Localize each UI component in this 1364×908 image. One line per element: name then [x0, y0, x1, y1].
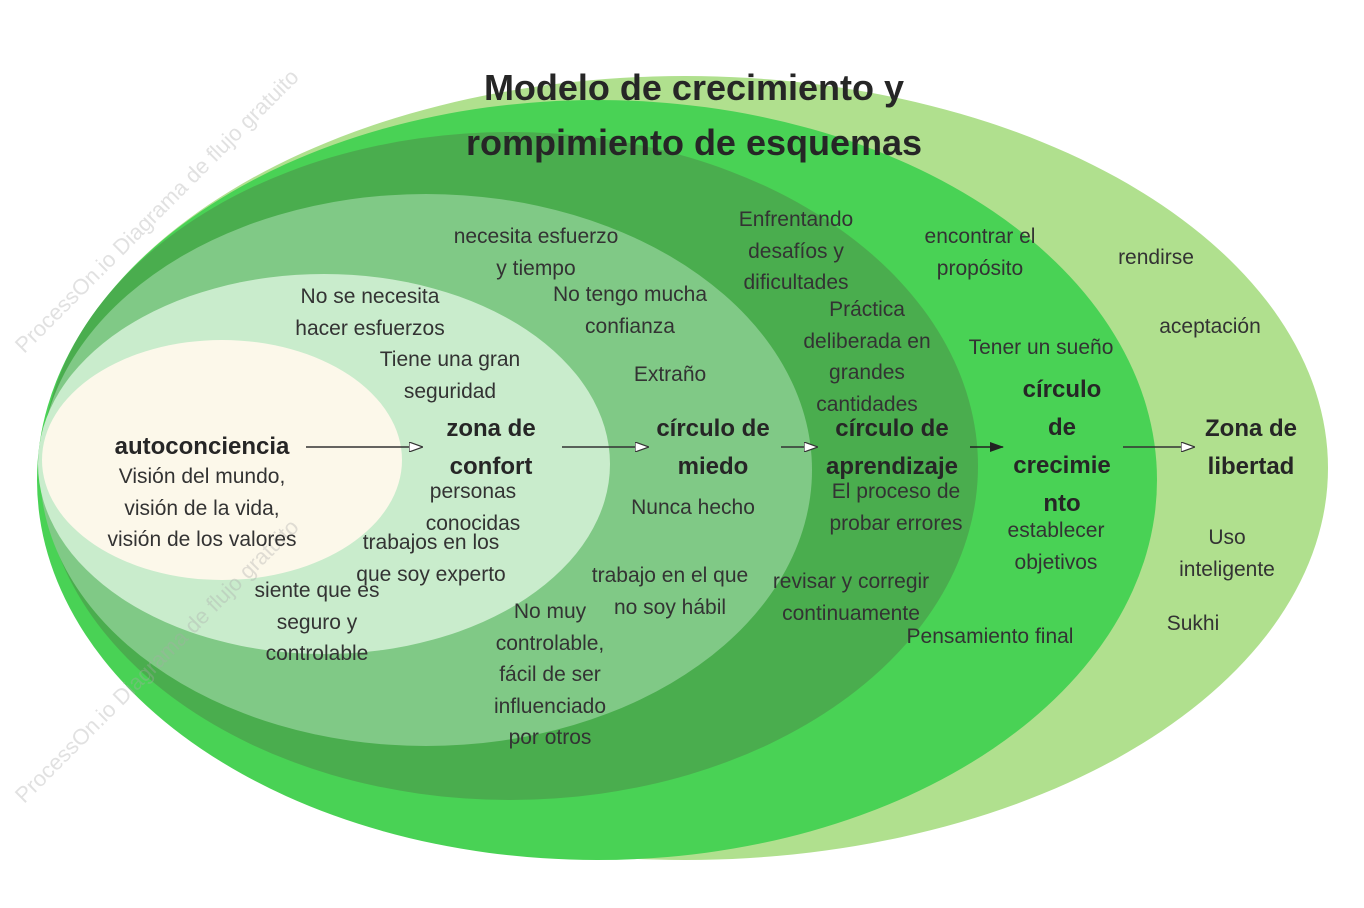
zone-autoconciencia-ellipse	[42, 340, 402, 580]
zone-item-crecimiento: Pensamiento final	[906, 625, 1074, 648]
zone-item-confort: trabajos en los que soy experto	[356, 531, 506, 586]
zone-item-miedo: Extraño	[633, 363, 707, 386]
zone-item-libertad: Uso inteligente	[1179, 526, 1275, 581]
zone-label-autoconciencia: autoconciencia	[114, 433, 290, 460]
zone-item-crecimiento: establecer objetivos	[1007, 519, 1105, 574]
diagram-title: Modelo de crecimiento y rompimiento de e…	[465, 67, 923, 163]
zone-label-aprendizaje: círculo de aprendizaje	[825, 415, 959, 480]
zone-item-confort: No se necesita hacer esfuerzos	[295, 285, 445, 340]
zone-item-libertad: aceptación	[1159, 315, 1261, 338]
zone-item-crecimiento: encontrar el propósito	[924, 225, 1036, 280]
zone-item-miedo: No tengo mucha confianza	[552, 283, 708, 338]
zone-item-miedo: trabajo en el que no soy hábil	[591, 564, 749, 619]
zone-item-miedo: necesita esfuerzo y tiempo	[453, 225, 619, 280]
zone-item-aprendizaje: revisar y corregir continuamente	[772, 570, 930, 625]
zone-label-miedo: círculo de miedo	[656, 415, 770, 480]
zone-item-libertad: rendirse	[1118, 246, 1194, 269]
zone-item-aprendizaje: El proceso de probar errores	[829, 480, 963, 535]
zone-item-autoconciencia: Visión del mundo, visión de la vida, vis…	[107, 465, 297, 551]
zone-label-confort: zona de confort	[446, 415, 536, 480]
zone-item-aprendizaje: Enfrentando desafíos y dificultades	[738, 208, 854, 294]
zone-item-miedo: No muy controlable, fácil de ser influen…	[493, 600, 607, 749]
zone-item-aprendizaje: Práctica deliberada en grandes cantidade…	[803, 298, 931, 416]
zone-item-miedo: Nunca hecho	[631, 496, 755, 519]
zone-item-confort: Tiene una gran seguridad	[379, 348, 521, 403]
zone-item-confort: siente que es seguro y controlable	[254, 579, 380, 665]
zone-label-crecimiento: círculo de crecimie nto	[1013, 376, 1111, 517]
zone-item-crecimiento: Tener un sueño	[968, 336, 1114, 359]
zone-item-confort: personas conocidas	[425, 480, 521, 535]
zone-item-libertad: Sukhi	[1166, 612, 1220, 635]
zone-label-libertad: Zona de libertad	[1204, 415, 1298, 480]
